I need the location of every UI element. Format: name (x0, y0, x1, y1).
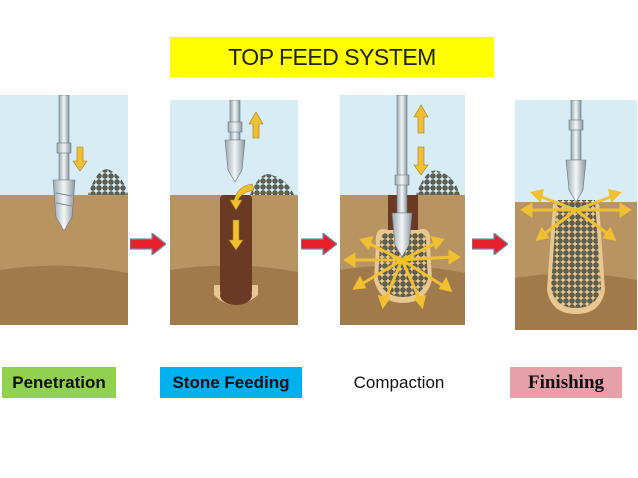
down-arrow-icon (72, 146, 88, 172)
panel-compaction (340, 95, 465, 325)
panel-penetration (0, 95, 128, 325)
panel-finishing (515, 100, 637, 330)
feed-arrow-icon (229, 183, 255, 211)
flow-arrow-icon (301, 233, 337, 255)
up-arrow-icon (248, 111, 264, 139)
compaction-arrows-icon (343, 235, 461, 310)
flow-arrow-icon (472, 233, 508, 255)
panel-stone-feeding (170, 100, 298, 325)
vibroprobe-icon (52, 95, 76, 232)
vibroprobe-icon (565, 100, 587, 203)
vibroprobe-icon (224, 100, 246, 183)
label-finishing: Finishing (510, 367, 622, 398)
down-arrow-icon (413, 146, 429, 176)
label-penetration: Penetration (2, 367, 116, 398)
vibroprobe-icon (391, 95, 413, 258)
down-arrow-icon (228, 219, 244, 251)
stone-pile-icon (250, 174, 294, 195)
page-title: TOP FEED SYSTEM (170, 37, 494, 77)
flow-arrow-icon (130, 233, 166, 255)
stone-pile-icon (416, 170, 460, 195)
up-arrow-icon (413, 104, 429, 134)
label-stone-feeding: Stone Feeding (160, 367, 302, 398)
finishing-arrows-icon (520, 189, 632, 242)
label-compaction: Compaction (353, 372, 445, 392)
stone-pile-icon (88, 169, 128, 195)
